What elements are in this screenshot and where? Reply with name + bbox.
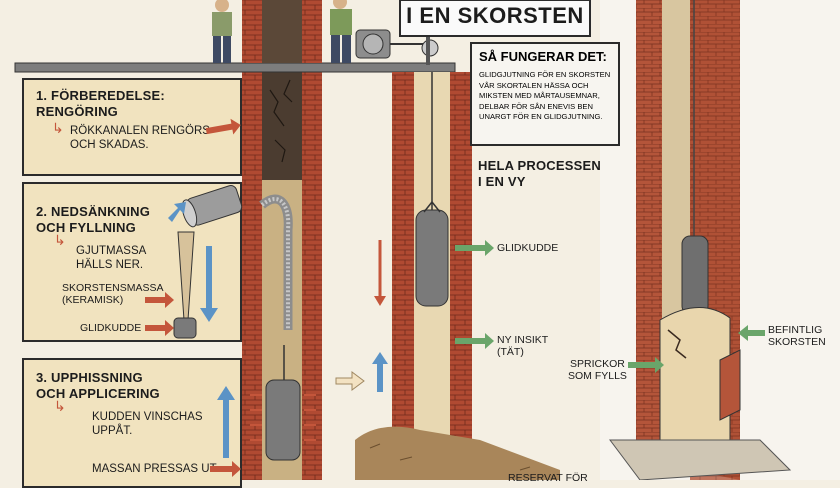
overview-cushion-label: GLIDKUDDE	[497, 242, 559, 254]
step-2-heading: 2. NEDSÄNKNING OCH FYLLNING	[36, 204, 151, 235]
step-1-arrow-icon: ↳	[52, 120, 64, 136]
step-3-text: KUDDEN VINSCHAS UPPÅT.	[92, 411, 203, 437]
how-body: GLIDGJUTNING FÖR EN SKORSTEN VÅR SKORTAL…	[479, 70, 611, 121]
step-1-panel	[22, 78, 242, 176]
step-2-arrow-icon: ↳	[54, 232, 66, 248]
title-sign: I EN SKORSTEN	[406, 3, 584, 28]
step-2-mass-label: SKORSTENSMASSA (KERAMISK)	[62, 282, 164, 306]
overview-heading: HELA PROCESSEN I EN VY	[478, 158, 601, 189]
step-3-panel	[22, 358, 242, 488]
step-3-heading: 3. UPPHISSNING OCH APPLICERING	[36, 370, 160, 401]
step-1-text: RÖKKANALEN RENGÖRS OCH SKADAS.	[70, 125, 210, 151]
overview-bottom-label: RESERVAT FÖR	[508, 472, 588, 484]
how-it-works-box: SÅ FUNGERAR DET: GLIDGJUTNING FÖR EN SKO…	[470, 42, 620, 146]
step-3-arrow-icon: ↳	[54, 398, 66, 414]
worker-left	[212, 0, 232, 63]
step-1-heading: 1. FÖRBEREDELSE: RENGÖRING	[36, 88, 165, 119]
how-heading: SÅ FUNGERAR DET:	[479, 49, 607, 64]
step-3-text-2: MASSAN PRESSAS UT	[92, 463, 217, 475]
existing-chimney-label: BEFINTLIG SKORSTEN	[768, 324, 826, 348]
overview-inner-label: NY INSIKT (TÄT)	[497, 334, 549, 358]
step-2-text: GJUTMASSA HÄLLS NER.	[76, 245, 147, 271]
cracks-label: SPRICKOR SOM FYLLS	[568, 358, 627, 382]
worker-right	[330, 0, 352, 63]
step-2-cushion-label: GLIDKUDDE	[80, 322, 142, 334]
